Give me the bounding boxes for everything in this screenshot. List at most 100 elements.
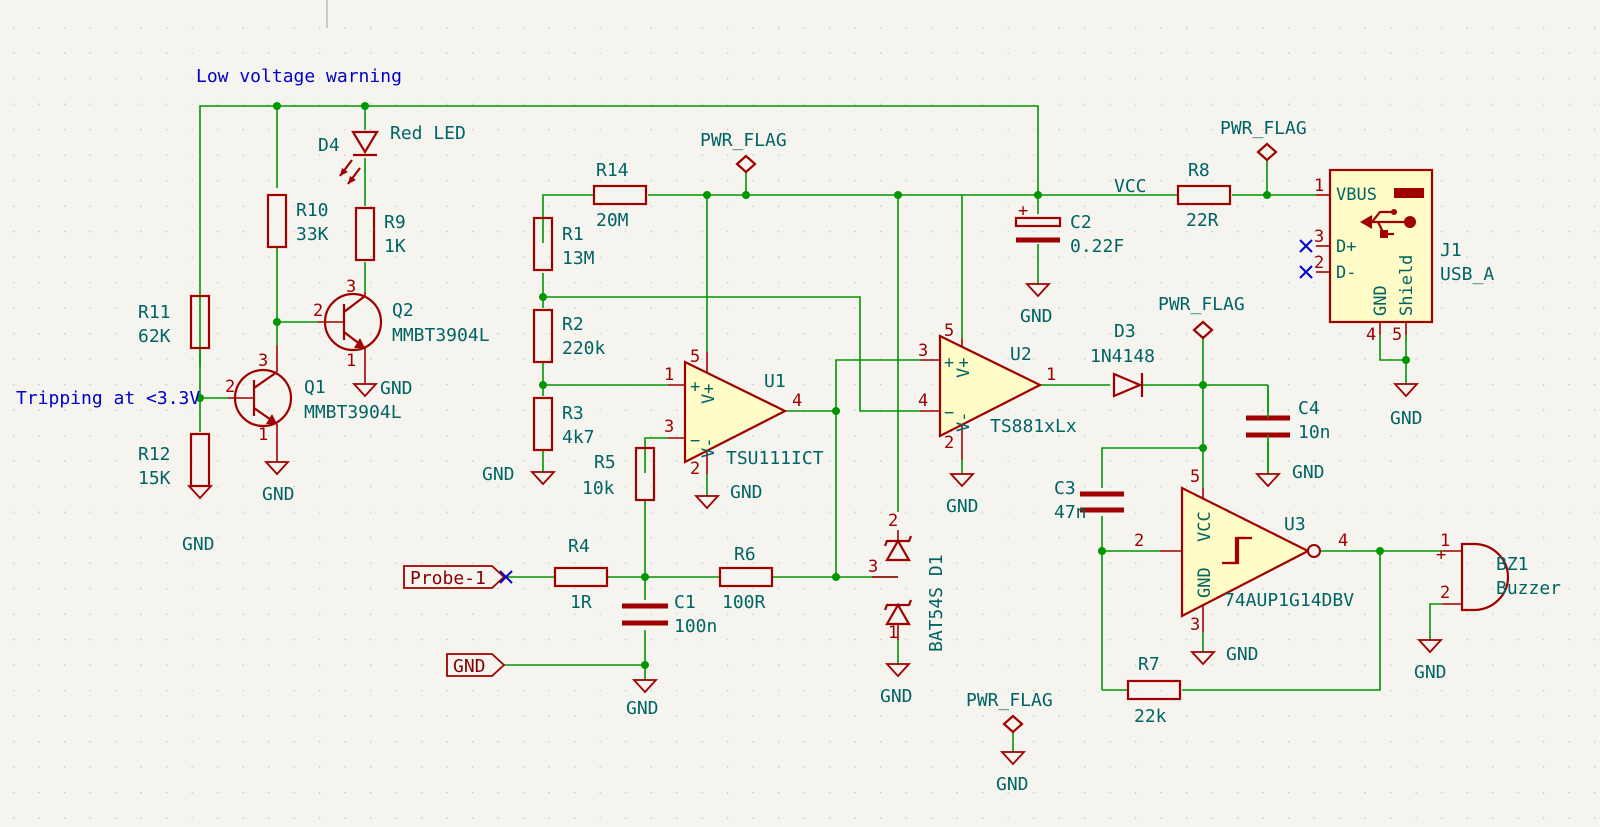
r4-value: 1R <box>570 592 592 613</box>
ground-label: GND <box>182 534 215 555</box>
j1-ref: J1 <box>1440 240 1462 261</box>
ground-symbol[interactable] <box>529 471 557 486</box>
ground-label: GND <box>1226 644 1259 665</box>
ground-symbol[interactable] <box>263 461 291 476</box>
r14-ref: R14 <box>596 160 629 181</box>
pin-number: 4 <box>1366 325 1376 345</box>
u1-vplus-in: + <box>690 377 700 397</box>
resistor-r7[interactable] <box>1126 679 1182 701</box>
ground-symbol[interactable] <box>693 495 721 510</box>
q1-value: MMBT3904L <box>304 402 402 423</box>
ground-symbol[interactable] <box>186 485 214 500</box>
pin-number: 2 <box>313 301 323 321</box>
u3-value: 74AUP1G14DBV <box>1224 590 1354 611</box>
resistor-r5[interactable] <box>634 446 656 502</box>
wire[interactable] <box>644 437 668 473</box>
j1-dminus-pin: D- <box>1336 263 1356 283</box>
resistor-r9[interactable] <box>354 206 376 262</box>
r3-ref: R3 <box>562 403 584 424</box>
wire[interactable] <box>835 359 920 577</box>
pin-number: 4 <box>918 391 928 411</box>
resistor-r1[interactable] <box>532 216 554 272</box>
resistor-r12[interactable] <box>189 432 211 488</box>
buzzer-bz1[interactable] <box>1442 542 1510 612</box>
grid-dots <box>13 27 1596 819</box>
pwr-flag-label: PWR_FLAG <box>1220 118 1307 139</box>
r10-value: 33K <box>296 224 329 245</box>
ground-symbol[interactable] <box>999 751 1027 766</box>
ground-label: GND <box>482 464 515 485</box>
opamp-u1[interactable] <box>668 352 788 474</box>
wire[interactable] <box>1429 603 1442 640</box>
ground-symbol[interactable] <box>1416 639 1444 654</box>
pwr-flag-symbol[interactable] <box>735 154 757 174</box>
pin-number: 2 <box>1134 531 1144 551</box>
wire[interactable] <box>542 194 594 243</box>
resistor-r3[interactable] <box>532 396 554 452</box>
r5-ref: R5 <box>594 452 616 473</box>
pin-number: 5 <box>944 321 954 341</box>
led-d4[interactable] <box>339 130 379 185</box>
pwr-flag-symbol[interactable] <box>1256 142 1278 162</box>
junction <box>1098 547 1106 555</box>
r10-ref: R10 <box>296 200 329 221</box>
wire[interactable] <box>543 296 920 412</box>
wire[interactable] <box>1379 335 1407 361</box>
r6-ref: R6 <box>734 544 756 565</box>
resistor-r11[interactable] <box>189 294 211 350</box>
resistor-r14[interactable] <box>592 184 648 206</box>
u1-value: TSU111ICT <box>726 448 824 469</box>
junction <box>539 293 547 301</box>
ground-symbol[interactable] <box>1189 651 1217 666</box>
ground-symbols: GNDGNDGNDGNDGNDGNDGNDGNDGNDGNDGNDGNDGNDG… <box>182 283 1447 795</box>
r9-value: 1K <box>384 236 406 257</box>
ground-symbol[interactable] <box>351 383 379 398</box>
ground-symbol[interactable] <box>1392 383 1420 398</box>
probe-port[interactable]: Probe-1 <box>403 565 513 589</box>
capacitor-c2[interactable] <box>1014 216 1062 228</box>
wires <box>199 105 1443 752</box>
gnd-port[interactable]: GND <box>446 653 506 677</box>
resistor-r2[interactable] <box>532 308 554 364</box>
resistor-r6[interactable] <box>718 566 774 588</box>
j1-shield-pin: Shield <box>1397 255 1417 316</box>
pin-number: 3 <box>868 557 878 577</box>
ground-symbol[interactable] <box>1024 283 1052 298</box>
r8-ref: R8 <box>1188 160 1210 181</box>
pin-number: 1 <box>1314 176 1324 196</box>
ground-symbol[interactable] <box>948 473 976 488</box>
diode-d3[interactable] <box>1112 372 1144 398</box>
usb-connector-j1[interactable] <box>1299 168 1434 335</box>
pwr-flag-symbol[interactable] <box>1002 714 1024 734</box>
junction <box>196 394 204 402</box>
ground-symbol[interactable] <box>884 663 912 678</box>
d1-ref: BAT54S D1 <box>926 554 947 652</box>
pin-number: 1 <box>258 425 268 445</box>
wire[interactable] <box>1101 447 1203 488</box>
no-connect-d-plus <box>1299 239 1313 253</box>
q2-value: MMBT3904L <box>392 325 490 346</box>
c2-plus-mark: + <box>1018 201 1028 221</box>
no-connect-probe <box>499 570 513 584</box>
diode-d1[interactable] <box>872 530 913 640</box>
resistor-r8[interactable] <box>1176 184 1232 206</box>
transistor-q2[interactable] <box>318 292 383 384</box>
q2-ref: Q2 <box>392 300 414 321</box>
ground-symbol[interactable] <box>1254 473 1282 488</box>
note-tripping: Tripping at <3.3V <box>16 388 200 409</box>
transistor-q1[interactable] <box>228 345 293 462</box>
wire[interactable] <box>199 105 1039 366</box>
opamp-u2[interactable] <box>920 334 1043 460</box>
schmitt-inverter-u3[interactable] <box>1160 486 1321 632</box>
bz1-ref: BZ1 <box>1496 554 1529 575</box>
resistor-r4[interactable] <box>553 566 609 588</box>
d3-value: 1N4148 <box>1090 346 1155 367</box>
ground-symbol[interactable] <box>631 679 659 694</box>
ground-label: GND <box>626 698 659 719</box>
pwr-flag-symbol[interactable] <box>1192 320 1214 340</box>
u2-vplus-in: + <box>944 353 954 373</box>
wire[interactable] <box>1182 551 1381 691</box>
resistor-r10[interactable] <box>266 193 288 249</box>
